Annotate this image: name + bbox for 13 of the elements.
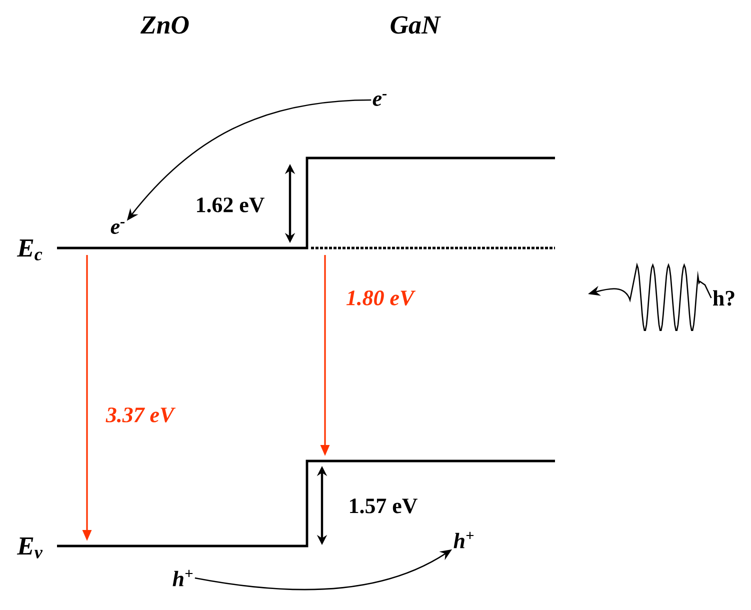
material-label: ZnO (140, 16, 189, 34)
charge-label: h$^{+}$ (172, 570, 193, 586)
charge-label: e$^{-}$ (110, 222, 125, 234)
energy-label: 1.80 eV (346, 290, 416, 306)
energy-label: 1.57 eV (350, 498, 418, 514)
photon-label: h? (712, 290, 734, 306)
charge-label: h$^{+}$ (454, 532, 474, 548)
charge-label: e$^{-}$ (372, 94, 387, 106)
band-label: E$_{v}$ (16, 538, 43, 558)
band-label: E$_{c}$ (16, 240, 42, 260)
material-label: GaN (390, 16, 441, 34)
energy-label: 3.37 eV (106, 408, 176, 422)
energy-label: 1.62 eV (197, 198, 264, 212)
